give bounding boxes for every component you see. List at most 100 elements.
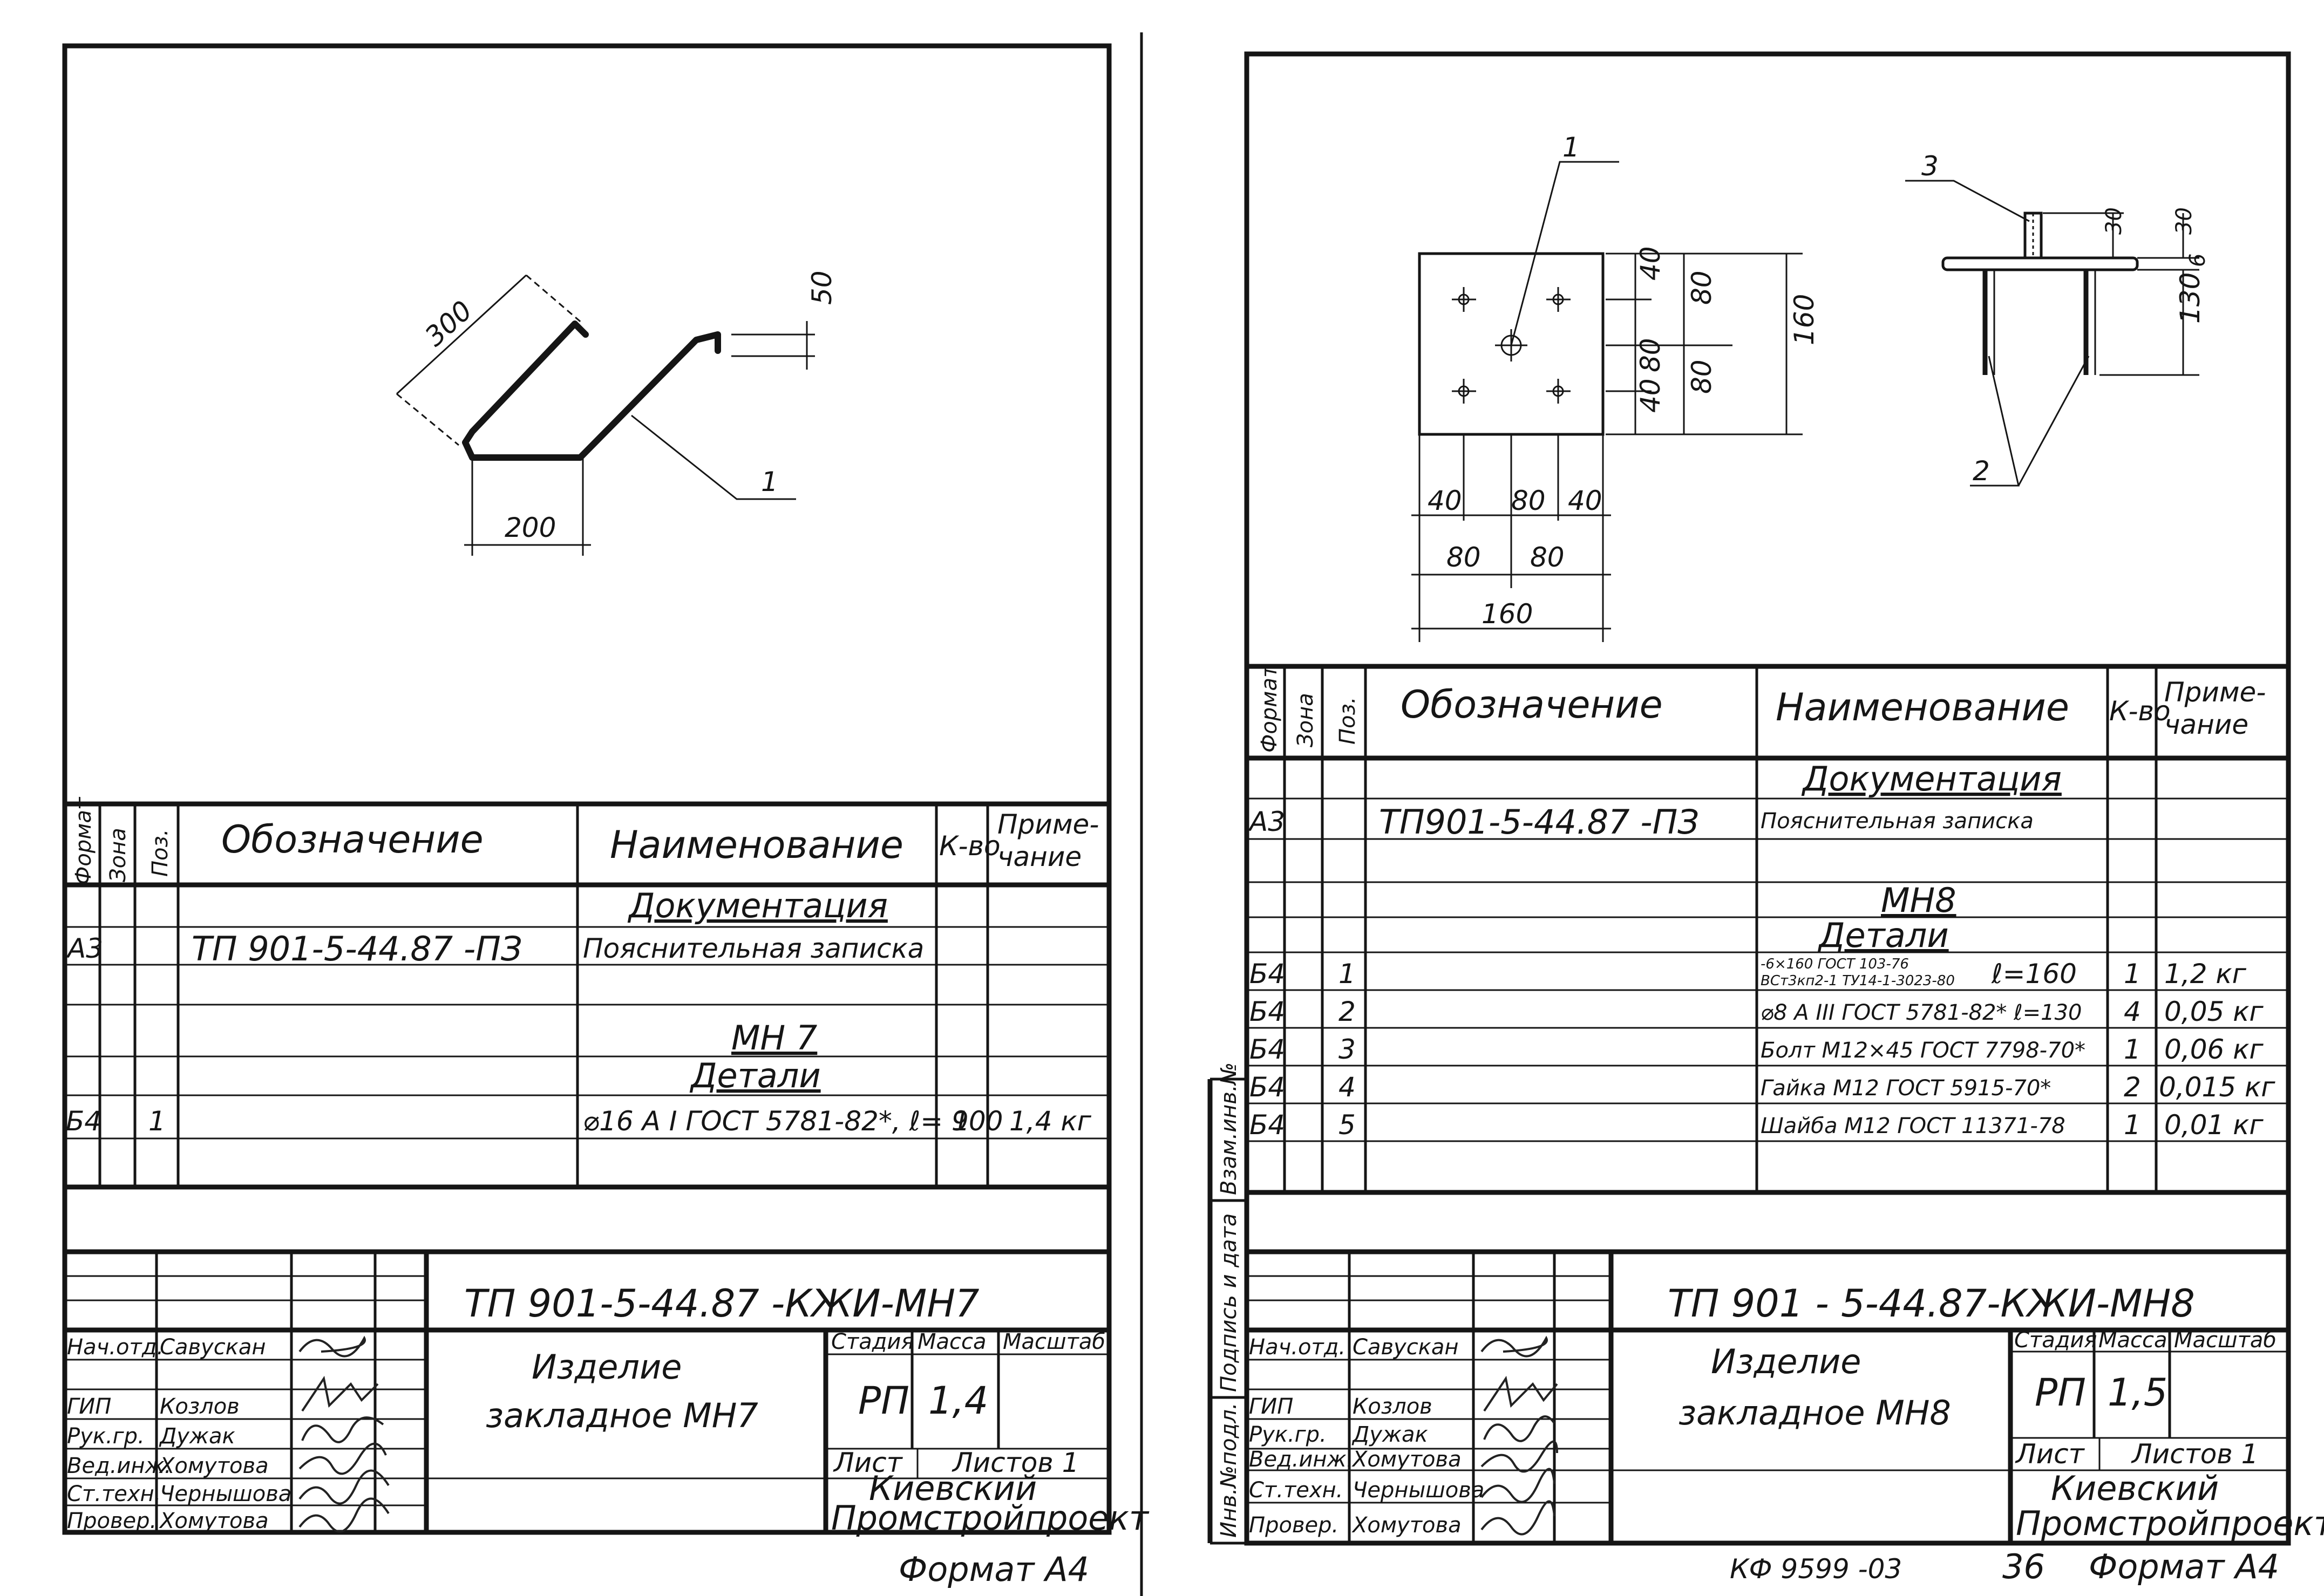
row-format: Б4 [1249, 996, 1285, 1027]
right-title-block: ТП 901 - 5-44.87-КЖИ-МН8 Изделие закладн… [1247, 1249, 2324, 1586]
scale-label: Масштаб [1003, 1329, 1105, 1354]
row-pos: 1 [148, 1106, 166, 1137]
stage-label: Стадия [831, 1329, 914, 1354]
dim-r-80b: 80 [1635, 338, 1666, 372]
mass-value: 1,4 [928, 1379, 988, 1423]
staff-role: Вед.инж. [67, 1454, 171, 1478]
doc-name: Пояснительная записка [583, 933, 924, 964]
dim-s-130: 130 [2174, 272, 2206, 324]
right-part-drawing: 1 40 80 80 40 80 160 [1411, 132, 2210, 642]
doc-designation: ТП901-5-44.87 -ПЗ [1379, 802, 1699, 842]
dim-50-text: 50 [806, 270, 838, 305]
row-name: ⌀8 А III ГОСТ 5781-82* ℓ=130 [1761, 1000, 2082, 1025]
table-row: Б4 1 ⌀16 А I ГОСТ 5781-82*, ℓ= 900 1 1,4… [66, 1106, 1092, 1137]
stage-label: Стадия [2014, 1328, 2097, 1353]
dim-300-text: 300 [419, 295, 478, 352]
left-title-block: ТП 901-5-44.87 -КЖИ-МН7 Изделие закладно… [65, 1249, 1150, 1589]
staff-name: Хомутова [1351, 1447, 1462, 1472]
hdr-zone: Зона [1293, 693, 1318, 747]
row-qty: 2 [2124, 1072, 2141, 1103]
row-name: Гайка М12 ГОСТ 5915-70* [1761, 1076, 2051, 1101]
row-name: ⌀16 А I ГОСТ 5781-82*, ℓ= 900 [583, 1106, 1003, 1137]
leader-3-text: 3 [1921, 151, 1939, 182]
left-spec-table: Формат Зона Поз. Обозначение Наименовани… [65, 796, 1109, 1190]
dim-s-30a: 30 [2102, 207, 2126, 235]
format-note: Формат А4 [2089, 1547, 2279, 1586]
row-name-tail: ℓ=160 [1991, 958, 2077, 990]
stage-value: РП [2035, 1370, 2086, 1415]
mass-value: 1,5 [2108, 1370, 2167, 1415]
staff-role: ГИП [67, 1394, 111, 1419]
signatures [1480, 1335, 1558, 1536]
staff-role: Провер. [67, 1509, 157, 1533]
row-name: Шайба М12 ГОСТ 11371-78 [1761, 1114, 2065, 1138]
staff-role: Рук.гр. [1249, 1422, 1327, 1447]
row-qty: 1 [953, 1106, 970, 1137]
staff-role: Провер. [1249, 1513, 1338, 1538]
leader-2-text: 2 [1973, 455, 1990, 487]
dim-line-300 [396, 274, 527, 395]
group-mn7: МН 7 [731, 1018, 817, 1058]
table-row: Б4 4 Гайка М12 ГОСТ 5915-70* 2 0,015 кг [1249, 1072, 2275, 1103]
page-number: 36 [2002, 1547, 2045, 1586]
org-l2: Промстройпроект [2016, 1504, 2324, 1543]
row-pos: 3 [1338, 1034, 1356, 1065]
sheets-label: Листов 1 [2131, 1438, 2258, 1470]
dim-r-80a: 80 [1686, 270, 1717, 305]
hdr-pos: Поз. [148, 829, 173, 877]
anchor-marks [1452, 287, 1571, 404]
row-pos: 2 [1338, 996, 1356, 1027]
leader-1-text: 1 [1562, 132, 1580, 163]
row-name-l2: ВСт3кп2-1 ТУ14-1-3023-80 [1761, 973, 1955, 989]
staff-role: ГИП [1249, 1394, 1293, 1419]
sheets-label: Листов 1 [952, 1447, 1079, 1478]
hdr-note-l1: Приме- [997, 809, 1099, 840]
row-note: 1,4 кг [1009, 1106, 1092, 1137]
staff-name: Хомутова [159, 1454, 269, 1478]
staff-name: Хомутова [1351, 1513, 1462, 1538]
group-mn8: МН8 [1881, 881, 1956, 920]
staff-role: Вед.инж. [1249, 1447, 1353, 1472]
item-l2: закладное МН8 [1679, 1393, 1951, 1433]
archive-code: КФ 9599 -03 [1730, 1553, 1902, 1585]
staff-name: Чернышова [1353, 1478, 1484, 1503]
row-note: 0,015 кг [2159, 1072, 2275, 1103]
leader-1-text: 1 [761, 466, 778, 497]
stamp-swap: Взам.инв.№ [1217, 1062, 1241, 1195]
section-parts: Детали [1817, 916, 1949, 955]
row-note: 0,01 кг [2164, 1109, 2264, 1141]
staff-list: Нач.отд. Савускан ГИП Козлов Рук.гр. Дуж… [1249, 1335, 1484, 1538]
staff-role: Рук.гр. [67, 1424, 145, 1449]
scale-label: Масштаб [2174, 1328, 2277, 1353]
staff-name: Козлов [1353, 1394, 1432, 1419]
hdr-name: Наименование [1776, 685, 2069, 729]
staff-role: Нач.отд. [1249, 1335, 1346, 1360]
doc-designation: ТП 901-5-44.87 -ПЗ [192, 929, 522, 968]
hdr-note-l1: Приме- [2164, 677, 2266, 708]
dim-s-6: 6 [2185, 254, 2210, 267]
row-name-l1: -6×160 ГОСТ 103-76 [1761, 956, 1909, 972]
dim-r-40b: 40 [1635, 378, 1666, 413]
hdr-zone: Зона [106, 828, 131, 882]
hdr-name: Наименование [610, 823, 903, 867]
dim-r-40a: 40 [1635, 246, 1666, 281]
doc-code: ТП 901-5-44.87 -КЖИ-МН7 [464, 1281, 980, 1326]
staff-role: Ст.техн. [67, 1482, 161, 1506]
dim-b-80c: 80 [1530, 542, 1565, 573]
row-note: 0,05 кг [2164, 996, 2264, 1027]
staff-name: Савускан [1353, 1335, 1459, 1360]
dim-b-40a: 40 [1428, 485, 1462, 516]
staff-name: Дужак [159, 1424, 235, 1449]
left-part-drawing: 300 50 200 1 [396, 270, 838, 556]
dim-r-160: 160 [1789, 294, 1820, 345]
item-l1: Изделие [532, 1347, 682, 1387]
hdr-designation: Обозначение [221, 817, 484, 862]
staff-name: Козлов [160, 1394, 240, 1419]
row-format: Б4 [66, 1106, 101, 1137]
row-qty: 1 [2124, 1034, 2141, 1065]
section-docs: Документация [627, 886, 888, 925]
right-sheet: Взам.инв.№ Подпись и дата Инв.№подл. 1 [1207, 51, 2324, 1586]
hdr-qty: К-во [2109, 695, 2171, 727]
org-l1: Киевский [869, 1469, 1037, 1508]
